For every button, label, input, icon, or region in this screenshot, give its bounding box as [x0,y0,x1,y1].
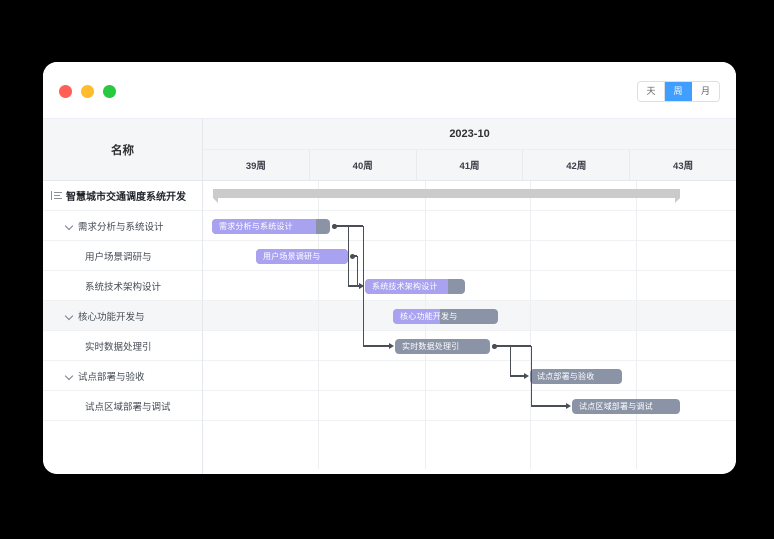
timeline-pane: 2023-10 39周 40周 41周 42周 43周 需求分析与系统设计用户场… [203,119,736,474]
gantt-chart: 名称 智慧城市交通调度系统开发 需求分析与系统设计 用户场景调研与 系统技术架构… [43,118,736,474]
summary-bar[interactable] [213,189,680,203]
link-segment [356,285,360,287]
link-segment [531,405,567,407]
task-list: 智慧城市交通调度系统开发 需求分析与系统设计 用户场景调研与 系统技术架构设计 … [43,181,202,421]
week-gridline [318,181,319,469]
link-segment [494,345,531,347]
chevron-down-icon[interactable] [65,371,74,380]
task-row[interactable]: 智慧城市交通调度系统开发 [43,181,202,211]
timeline-row [203,181,736,211]
title-bar: 天 周 月 [43,62,736,118]
maximize-window-button[interactable] [103,85,116,98]
week-column-header: 43周 [673,161,694,172]
week-column-header: 39周 [203,150,310,180]
link-arrow-icon [566,402,571,409]
task-row[interactable]: 实时数据处理引 [43,331,202,361]
timeline-row [203,331,736,361]
tree-toggle-icon[interactable] [51,191,62,200]
view-scale-day[interactable]: 天 [638,82,665,101]
link-segment [510,375,525,377]
timeline-row [203,391,736,421]
link-arrow-icon [389,342,394,349]
timeline-canvas[interactable]: 需求分析与系统设计用户场景调研与系统技术架构设计核心功能开发与实时数据处理引试点… [203,181,736,469]
close-window-button[interactable] [59,85,72,98]
timeline-week-header: 39周 40周 41周 42周 43周 [203,150,736,181]
task-row[interactable]: 系统技术架构设计 [43,271,202,301]
gantt-bar[interactable]: 用户场景调研与 [256,248,348,264]
timeline-row [203,271,736,301]
task-row[interactable]: 试点区域部署与调试 [43,391,202,421]
gantt-bar[interactable]: 试点部署与验收 [530,368,622,384]
view-scale-month[interactable]: 月 [692,82,719,101]
week-column-header: 42周 [523,150,631,180]
traffic-lights [59,85,116,98]
minimize-window-button[interactable] [81,85,94,98]
chevron-down-icon[interactable] [65,311,74,320]
link-segment [334,225,363,227]
week-column-header: 40周 [310,150,417,180]
link-segment [510,346,512,376]
gantt-bar[interactable]: 试点区域部署与调试 [572,398,680,414]
task-name-column-header: 名称 [43,119,202,181]
gantt-bar-progress [212,218,316,234]
gantt-bar-label: 系统技术架构设计 [372,281,438,291]
app-window: 天 周 月 名称 智慧城市交通调度系统开发 需求分析与系统设计 用户场景调研与 [43,62,736,474]
task-list-pane: 名称 智慧城市交通调度系统开发 需求分析与系统设计 用户场景调研与 系统技术架构… [43,119,203,474]
timeline-row [203,211,736,241]
gantt-bar[interactable]: 核心功能开发与 [393,308,498,324]
link-segment [356,256,358,286]
task-row[interactable]: 核心功能开发与 [43,301,202,331]
timeline-row [203,361,736,391]
timeline-row [203,241,736,271]
timeline-month-header: 2023-10 [203,119,736,150]
chevron-down-icon[interactable] [65,221,74,230]
task-name-label: 智慧城市交通调度系统开发 [66,192,186,203]
task-row[interactable]: 用户场景调研与 [43,241,202,271]
task-name-label: 实时数据处理引 [85,341,152,353]
gantt-bar-label: 用户场景调研与 [263,251,321,261]
gantt-bar-progress [365,278,448,294]
task-name-label: 核心功能开发与 [78,311,145,323]
task-name-label: 用户场景调研与 [85,251,152,263]
view-scale-toggle[interactable]: 天 周 月 [637,81,720,102]
link-arrow-icon [359,282,364,289]
task-row[interactable]: 需求分析与系统设计 [43,211,202,241]
link-segment [347,226,349,286]
link-segment [352,255,357,257]
gantt-bar-progress [256,248,348,264]
task-name-label: 试点区域部署与调试 [85,401,171,413]
week-column-header: 41周 [417,150,524,180]
gantt-bar-label: 试点区域部署与调试 [579,401,653,411]
gantt-bar-label: 需求分析与系统设计 [219,221,293,231]
week-gridline [530,181,531,469]
gantt-bar-progress [393,308,440,324]
link-segment [362,345,390,347]
task-name-label: 系统技术架构设计 [85,281,162,293]
link-arrow-icon [524,372,529,379]
gantt-bar[interactable]: 实时数据处理引 [395,338,490,354]
week-gridline [636,181,637,469]
gantt-bar-label: 试点部署与验收 [537,371,595,381]
task-name-label: 需求分析与系统设计 [78,221,164,233]
week-gridline [425,181,426,469]
task-row[interactable]: 试点部署与验收 [43,361,202,391]
link-segment [347,285,360,287]
view-scale-week[interactable]: 周 [665,82,692,101]
gantt-bar-label: 核心功能开发与 [400,311,458,321]
gantt-bar[interactable]: 需求分析与系统设计 [212,218,330,234]
task-name-label: 试点部署与验收 [78,371,145,383]
link-segment [362,226,364,346]
link-segment [531,346,533,406]
gantt-bar-label: 实时数据处理引 [402,341,460,351]
gantt-bar[interactable]: 系统技术架构设计 [365,278,465,294]
